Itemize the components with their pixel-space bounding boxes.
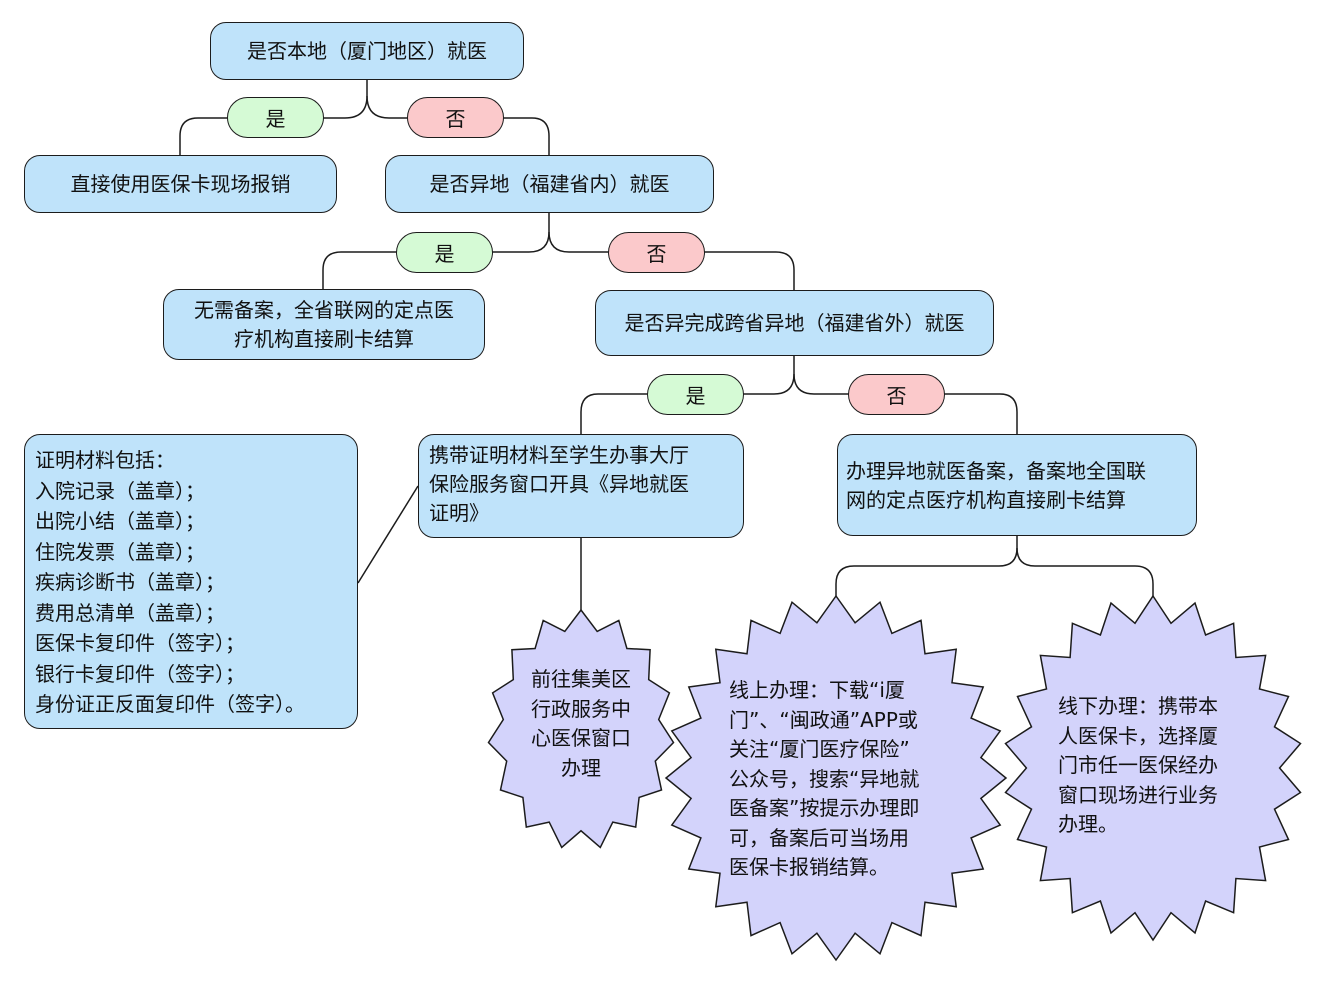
label-no-cross: 否 xyxy=(848,374,945,415)
node-direct-card: 直接使用医保卡现场报销 xyxy=(24,155,337,213)
connector-filing xyxy=(835,536,1018,597)
offline-text: 线下办理：携带本 人医保卡，选择厦 门市任一医保经办 窗口现场进行业务 办理。 xyxy=(1058,694,1218,836)
connector-materials xyxy=(357,485,419,584)
label-no-province: 否 xyxy=(608,232,705,273)
starburst-polygon xyxy=(664,594,1008,962)
starburst-polygon xyxy=(487,608,675,849)
node-is-local: 是否本地（厦门地区）就医 xyxy=(210,22,524,80)
starburst-shape xyxy=(664,594,1008,962)
label-yes-province: 是 xyxy=(396,232,493,273)
starburst-shape xyxy=(487,608,675,849)
node-materials-list: 证明材料包括： 入院记录（盖章）； 出院小结（盖章）； 住院发票（盖章）； 疾病… xyxy=(24,434,358,729)
starburst-polygon xyxy=(1004,594,1302,942)
node-carry-materials: 携带证明材料至学生办事大厅 保险服务窗口开具《异地就医 证明》 xyxy=(418,434,744,538)
node-is-province: 是否异地（福建省内）就医 xyxy=(385,155,714,213)
node-is-cross-province: 是否异完成跨省异地（福建省外）就医 xyxy=(595,290,994,356)
starburst-shape xyxy=(1004,594,1302,942)
label-yes-local: 是 xyxy=(227,97,324,138)
online-text: 线上办理：下载“i厦 门”、“闽政通”APP或 关注“厦门医疗保险” 公众号，搜… xyxy=(729,678,920,879)
label-yes-cross: 是 xyxy=(647,374,744,415)
node-online: 线上办理：下载“i厦 门”、“闽政通”APP或 关注“厦门医疗保险” 公众号，搜… xyxy=(664,594,1008,962)
node-jimei-center: 前往集美区 行政服务中 心医保窗口 办理 xyxy=(487,608,675,850)
label-no-local: 否 xyxy=(407,97,504,138)
node-no-filing-province: 无需备案，全省联网的定点医 疗机构直接刷卡结算 xyxy=(163,289,485,360)
node-offline: 线下办理：携带本 人医保卡，选择厦 门市任一医保经办 窗口现场进行业务 办理。 xyxy=(1004,594,1302,942)
jimei-text: 前往集美区 行政服务中 心医保窗口 办理 xyxy=(531,667,631,780)
node-filing-national: 办理异地就医备案，备案地全国联 网的定点医疗机构直接刷卡结算 xyxy=(837,434,1197,536)
